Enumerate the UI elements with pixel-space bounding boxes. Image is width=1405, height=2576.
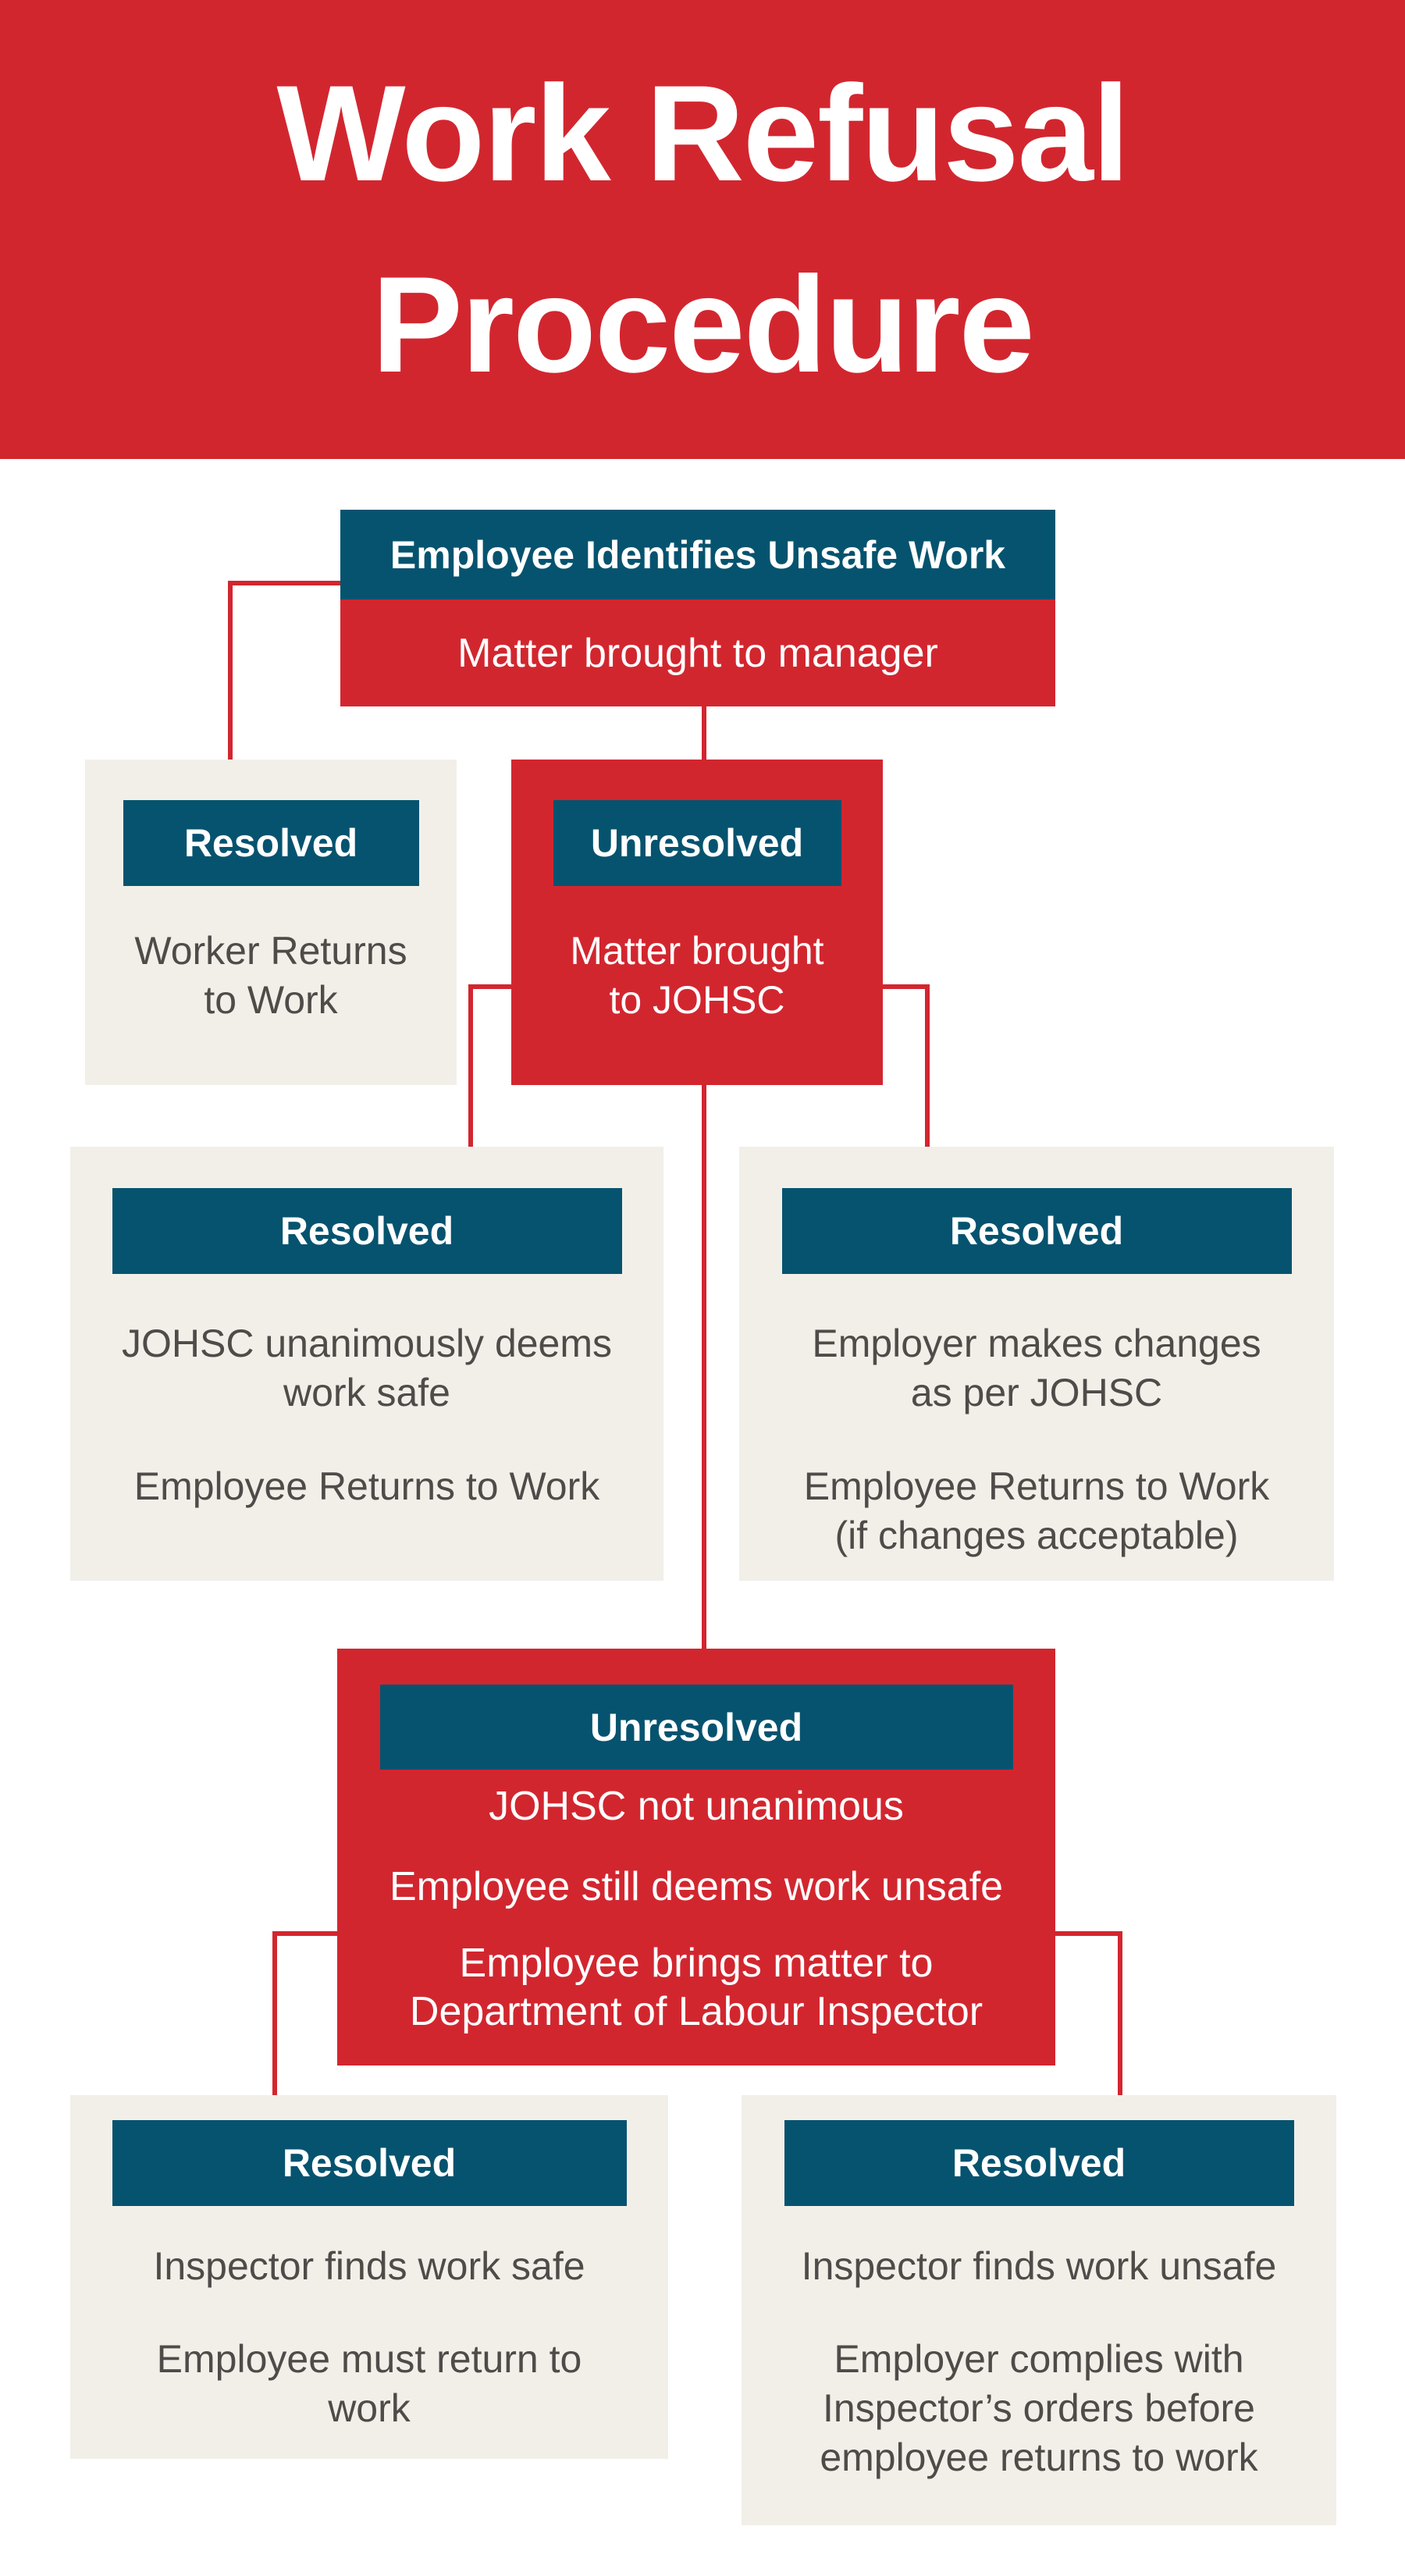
connector-row2-left-vertical [468, 984, 473, 1148]
resolved-badge: Resolved [112, 2120, 627, 2206]
resolved-body-para2: Employer complies with Inspector’s order… [820, 2337, 1258, 2479]
resolved-box-inspector-unsafe: Resolved Inspector finds work unsafe Emp… [742, 2095, 1336, 2525]
resolved-box-inspector-safe: Resolved Inspector finds work safe Emplo… [70, 2095, 668, 2459]
connector-row4-right-horizontal [1055, 1931, 1122, 1936]
connector-row4-left-vertical [272, 1931, 277, 2097]
resolved-body-para2: Employee Returns to Work [133, 1464, 600, 1508]
title-banner: Work Refusal Procedure [0, 0, 1405, 459]
unresolved-box-manager: Unresolved Matter brought to JOHSC [511, 760, 883, 1085]
resolved-body-para1: Inspector finds work safe [153, 2244, 585, 2288]
unresolved-body-para1: JOHSC not unanimous [489, 1784, 904, 1829]
connector-start-left-horizontal [228, 581, 341, 585]
resolved-body: Worker Returns to Work [134, 929, 407, 1022]
resolved-body-para2: Employee must return to work [156, 2337, 582, 2430]
unresolved-badge: Unresolved [379, 1685, 1013, 1770]
start-box-header: Employee Identifies Unsafe Work [340, 510, 1055, 600]
page-title: Work Refusal Procedure [276, 58, 1129, 401]
resolved-body-para1: JOHSC unanimously deems work safe [121, 1322, 613, 1414]
connector-row4-left-horizontal [272, 1931, 338, 1936]
resolved-box-manager: Resolved Worker Returns to Work [85, 760, 457, 1085]
resolved-badge: Resolved [123, 800, 419, 886]
unresolved-box-johsc: Unresolved JOHSC not unanimous Employee … [337, 1649, 1055, 2065]
connector-start-down [702, 706, 706, 761]
connector-center-spine [702, 1083, 706, 1650]
resolved-box-employer-changes: Resolved Employer makes changes as per J… [739, 1147, 1334, 1581]
connector-start-left-vertical [228, 581, 233, 760]
resolved-badge: Resolved [784, 2120, 1294, 2206]
resolved-badge: Resolved [112, 1188, 622, 1274]
connector-row2-right-horizontal [882, 984, 930, 989]
unresolved-body: Matter brought to JOHSC [570, 929, 824, 1022]
resolved-body-para2: Employee Returns to Work (if changes acc… [803, 1464, 1270, 1557]
start-box: Employee Identifies Unsafe Work Matter b… [340, 510, 1055, 706]
resolved-badge: Resolved [781, 1188, 1292, 1274]
connector-row4-right-vertical [1118, 1931, 1122, 2097]
unresolved-body-para3: Employee brings matter to Department of … [409, 1941, 984, 2034]
unresolved-badge: Unresolved [553, 800, 841, 886]
resolved-body-para1: Inspector finds work unsafe [801, 2244, 1277, 2288]
start-box-subheader: Matter brought to manager [340, 600, 1055, 706]
resolved-body-para1: Employer makes changes as per JOHSC [812, 1322, 1261, 1414]
connector-row2-left-horizontal [468, 984, 512, 989]
connector-row2-right-vertical [925, 984, 930, 1148]
resolved-box-johsc-safe: Resolved JOHSC unanimously deems work sa… [70, 1147, 663, 1581]
unresolved-body-para2: Employee still deems work unsafe [389, 1864, 1004, 1909]
